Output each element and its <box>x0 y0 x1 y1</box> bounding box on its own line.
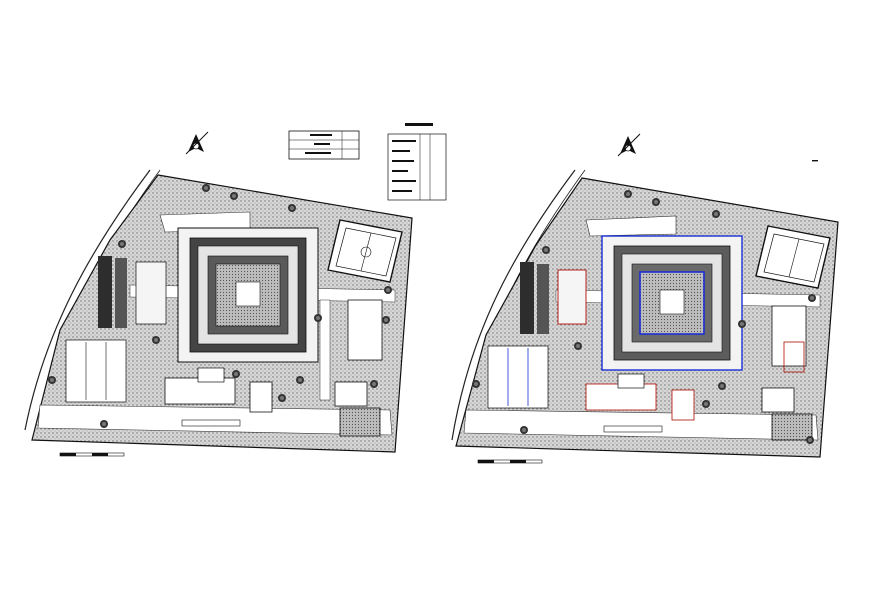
area-table <box>288 130 360 160</box>
right-central-block <box>601 235 743 371</box>
north-arrow-icon <box>185 131 209 155</box>
legend-table <box>387 123 447 201</box>
scale-bar-icon <box>477 459 543 464</box>
left-west-blocks <box>65 256 167 403</box>
scale-bar-icon <box>59 452 125 457</box>
north-arrow-icon <box>617 133 641 157</box>
right-sports-court <box>755 225 831 289</box>
left-site-plan <box>24 123 447 457</box>
left-south-buildings <box>164 299 383 437</box>
left-central-block <box>177 227 319 363</box>
right-west-blocks <box>487 262 587 409</box>
left-sports-court <box>327 219 403 283</box>
right-south-buildings <box>585 305 813 441</box>
right-site-plan <box>451 133 839 464</box>
